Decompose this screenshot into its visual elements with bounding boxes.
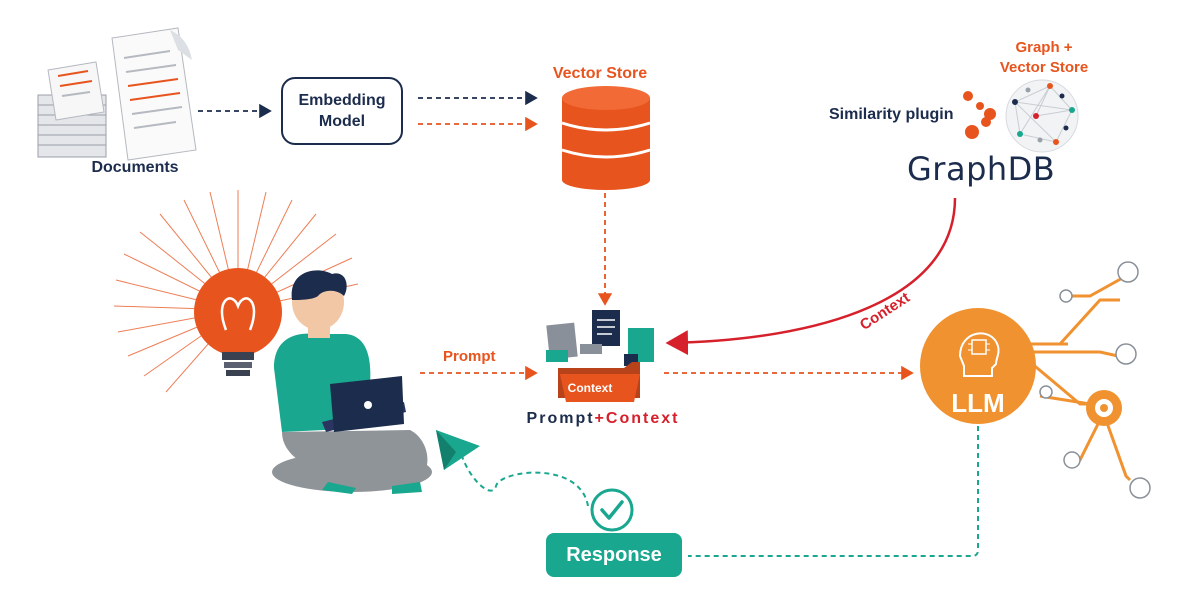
settings-gear-icon [1086,390,1122,426]
graphdb-to-context-arrow [665,197,957,356]
vector-store-label: Vector Store [552,65,648,82]
embedding-model-label-line1: Embedding [298,92,386,109]
graph-vector-store-line1: Graph + [1015,39,1073,56]
user-with-laptop-illustration [272,270,432,494]
response-to-user-arrow [461,455,589,507]
graph-vector-store-line2: Vector Store [999,59,1089,76]
response-label: Response [566,543,662,566]
check-mark-icon [590,488,634,532]
graph-vector-store-label: Graph + Vector Store [1000,38,1088,78]
llm-node-icon [920,308,1036,424]
graph-network-icon [1005,79,1079,153]
paper-plane-icon [436,430,480,470]
llm-circuit-icon [1029,274,1132,482]
documents-icon [37,27,197,161]
response-badge: Response [546,533,682,577]
graphdb-logo: GraphDB [907,150,1056,188]
similarity-plugin-dots-icon [963,91,996,139]
prompt-context-folder-icon [546,310,654,402]
embedding-model-box: Embedding Model [281,77,403,145]
documents-label: Documents [91,159,179,176]
llm-to-response-arrow [688,426,979,557]
light-bulb-icon [194,268,282,376]
similarity-plugin-label: Similarity plugin [829,106,954,123]
folder-context-label: Context [567,381,613,395]
prompt-context-part2: +Context [594,410,680,427]
vector-store-database-icon [561,86,651,190]
llm-label: LLM [951,388,1005,418]
prompt-context-label: Prompt+Context [527,410,680,428]
prompt-context-part1: Prompt [526,410,595,427]
embedding-model-label-line2: Model [318,113,366,130]
prompt-edge-label: Prompt [443,348,496,365]
circuit-nodes-icon [1039,261,1151,499]
